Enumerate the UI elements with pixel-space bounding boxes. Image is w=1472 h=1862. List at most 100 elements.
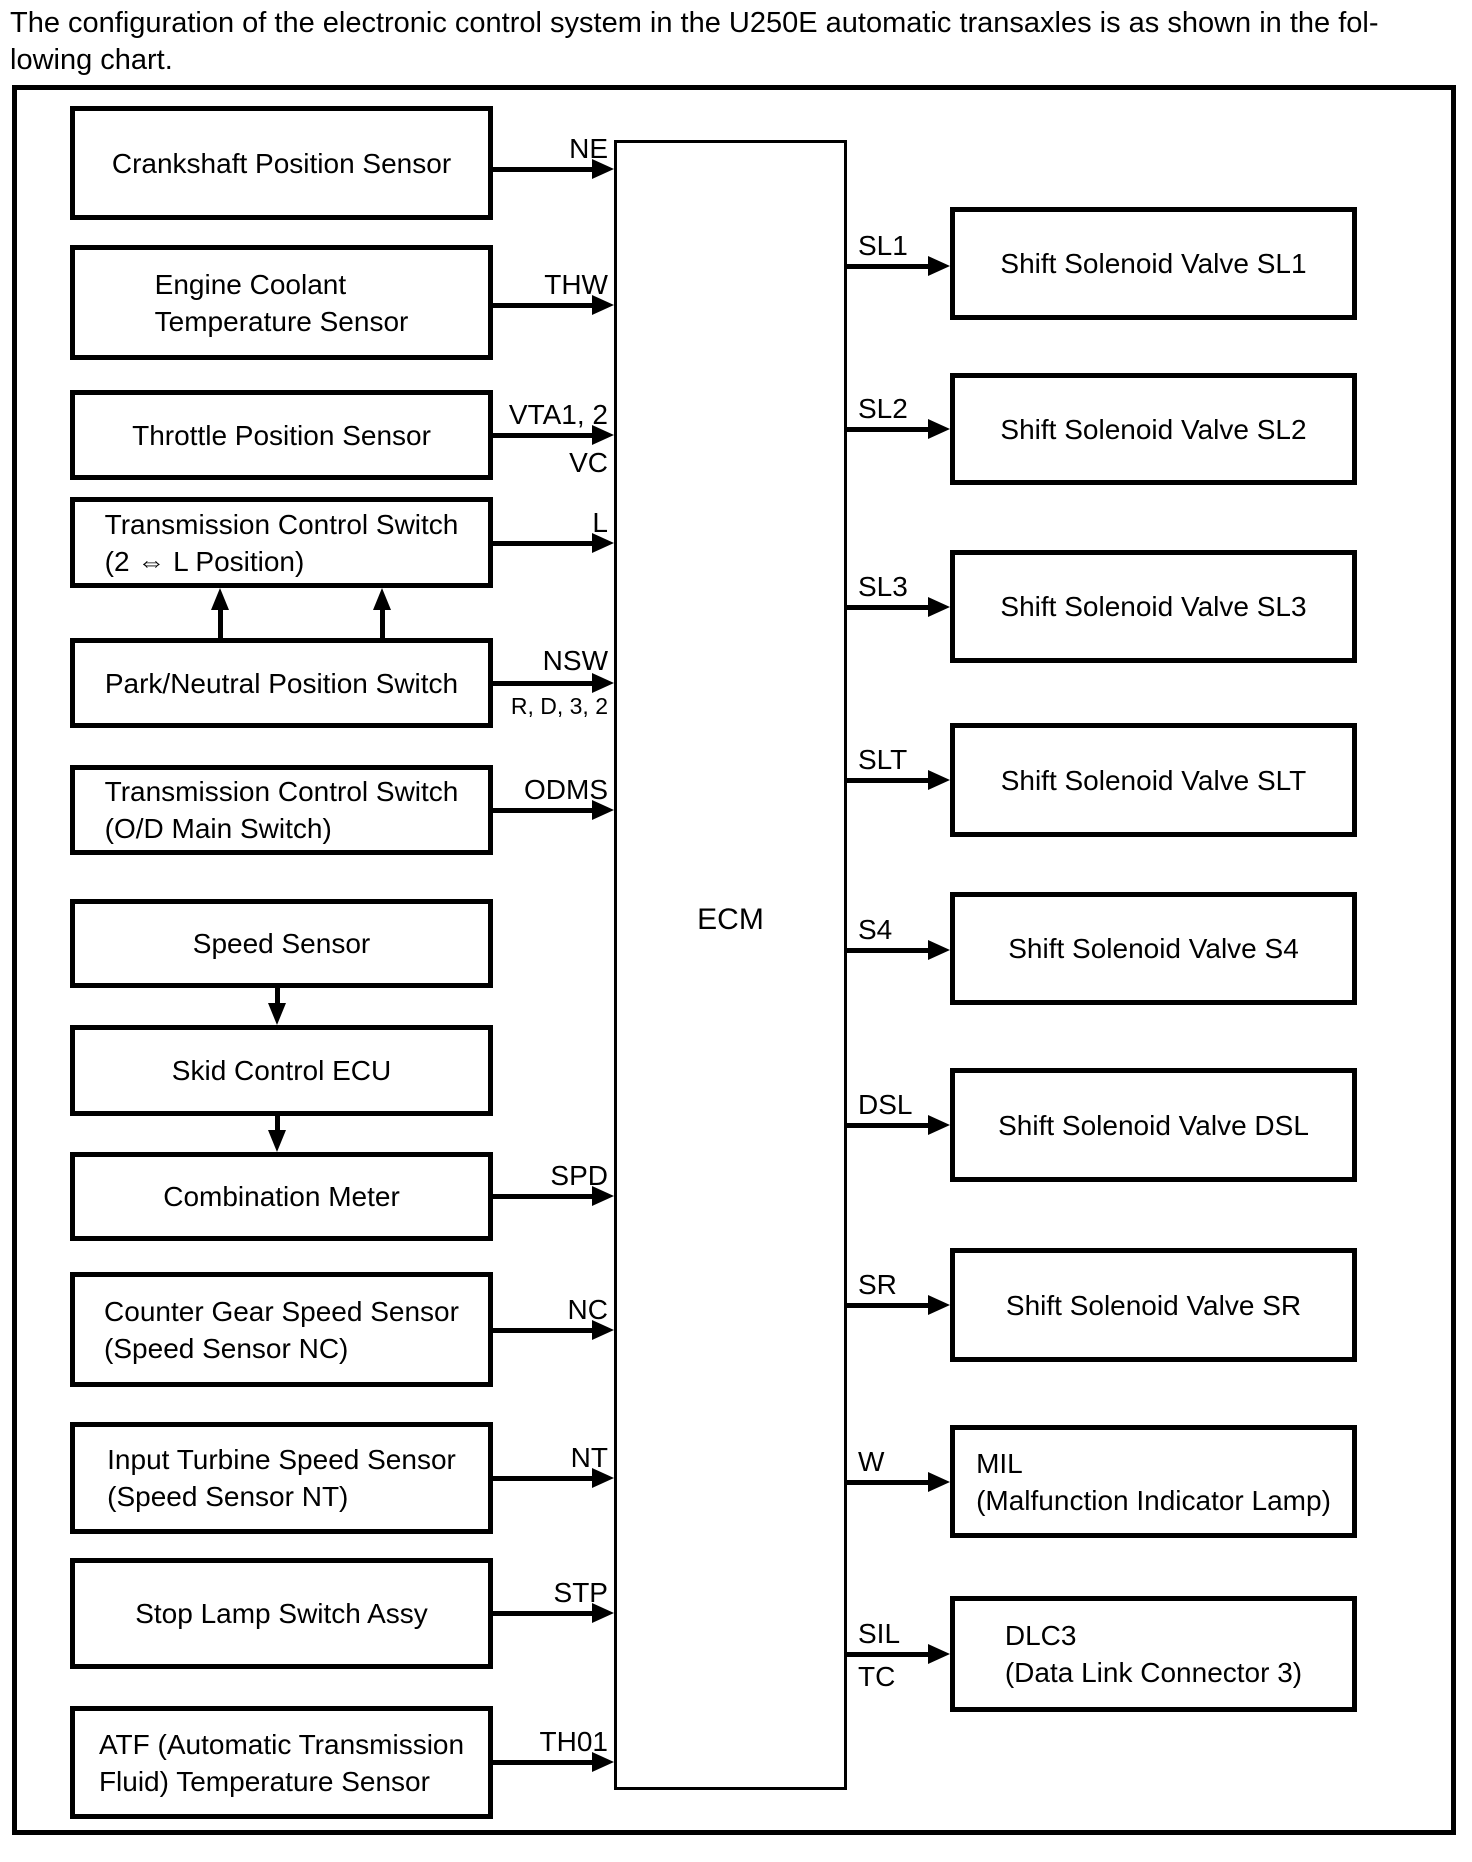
arrow-odms-head — [592, 800, 614, 820]
box-label: (O/D Main Switch) — [104, 813, 332, 844]
input-box-speed-sensor: Speed Sensor — [70, 899, 493, 988]
box-label: Shift Solenoid Valve SLT — [1000, 764, 1307, 796]
signal-label-sl1: SL1 — [858, 230, 908, 261]
output-box-shift-solenoid-valve-sl2: Shift Solenoid Valve SL2 — [950, 373, 1357, 485]
output-box-shift-solenoid-valve-slt: Shift Solenoid Valve SLT — [950, 723, 1357, 837]
signal-label-tc: TC — [858, 1661, 896, 1692]
box-label: Input Turbine Speed Sensor — [107, 1444, 456, 1475]
signal-label-slt: SLT — [858, 744, 908, 775]
input-box-transmission-control-switch-2-l: Transmission Control Switch (2 ⇔ L Posit… — [70, 497, 493, 588]
signal-label-thw: THW — [544, 269, 608, 300]
ecm-label: ECM — [697, 903, 764, 936]
input-box-park-neutral-position-switch: Park/Neutral Position Switch — [70, 638, 493, 728]
arrow-nsw-head — [592, 673, 614, 693]
signal-label-ne: NE — [569, 133, 608, 164]
signal-label-s4: S4 — [858, 914, 893, 945]
chain-arrow-speed-to-skid-head — [268, 1003, 286, 1025]
box-label: Engine Coolant — [154, 268, 347, 300]
input-box-counter-gear-speed-sensor: Counter Gear Speed Sensor (Speed Sensor … — [70, 1272, 493, 1387]
input-box-throttle-position-sensor: Throttle Position Sensor — [70, 390, 493, 480]
output-box-shift-solenoid-valve-sl1: Shift Solenoid Valve SL1 — [950, 207, 1357, 320]
arrow-sl2-head — [928, 419, 950, 439]
signal-label-vta: VTA1, 2 — [508, 399, 608, 430]
box-label: Crankshaft Position Sensor — [111, 147, 452, 179]
signal-label-r-d-3-2: R, D, 3, 2 — [510, 693, 608, 719]
arrow-th01-line — [493, 1760, 592, 1765]
arrow-sil-head — [928, 1644, 950, 1664]
arrow-sl3-line — [847, 605, 928, 610]
signal-label-sr: SR — [858, 1269, 897, 1300]
arrow-ne-head — [592, 159, 614, 179]
input-box-skid-control-ecu: Skid Control ECU — [70, 1025, 493, 1116]
arrow-l-line — [493, 541, 592, 546]
arrow-w-head — [928, 1472, 950, 1492]
input-box-transmission-control-switch-od: Transmission Control Switch (O/D Main Sw… — [70, 765, 493, 855]
output-box-mil: MIL (Malfunction Indicator Lamp) — [950, 1425, 1357, 1538]
input-box-input-turbine-speed-sensor: Input Turbine Speed Sensor (Speed Sensor… — [70, 1422, 493, 1534]
box-label: Throttle Position Sensor — [132, 419, 431, 451]
arrow-dsl-line — [847, 1123, 928, 1128]
up-arrow-left-line — [218, 610, 223, 638]
output-box-dlc3: DLC3 (Data Link Connector 3) — [950, 1596, 1357, 1712]
box-label: Temperature Sensor — [154, 305, 409, 337]
arrow-sil-line — [847, 1652, 928, 1657]
page-title: The configuration of the electronic cont… — [10, 5, 1462, 79]
arrow-l-head — [592, 533, 614, 553]
signal-label-sl3: SL3 — [858, 571, 908, 602]
output-box-shift-solenoid-valve-sl3: Shift Solenoid Valve SL3 — [950, 550, 1357, 663]
arrow-thw-line — [493, 303, 592, 308]
box-label: Speed Sensor — [192, 928, 371, 959]
signal-label-stp: STP — [553, 1577, 608, 1608]
box-label: Shift Solenoid Valve SL1 — [1000, 248, 1307, 279]
arrow-s4-line — [847, 948, 928, 953]
box-label: DLC3 — [1004, 1620, 1077, 1651]
box-label: ATF (Automatic Transmission — [98, 1728, 465, 1760]
box-label: Shift Solenoid Valve S4 — [1008, 933, 1299, 964]
signal-label-nsw: NSW — [542, 645, 608, 676]
arrow-vta-head — [592, 425, 614, 445]
ecm-box — [614, 140, 847, 1790]
page-title-line2: lowing chart. — [10, 44, 173, 76]
box-label: Transmission Control Switch — [104, 776, 459, 807]
chain-arrow-speed-to-skid-line — [275, 988, 280, 1004]
signal-label-th01: TH01 — [539, 1726, 608, 1757]
signal-label-w: W — [858, 1446, 885, 1477]
signal-label-dsl: DSL — [858, 1089, 913, 1120]
arrow-dsl-head — [928, 1115, 950, 1135]
arrow-s4-head — [928, 940, 950, 960]
up-arrow-right-head — [373, 588, 391, 610]
arrow-w-line — [847, 1480, 928, 1485]
arrow-stp-head — [592, 1603, 614, 1623]
box-label: (Speed Sensor NC) — [104, 1332, 349, 1364]
output-box-shift-solenoid-valve-dsl: Shift Solenoid Valve DSL — [950, 1068, 1357, 1182]
arrow-nc-line — [493, 1328, 592, 1333]
signal-label-spd: SPD — [550, 1160, 608, 1191]
input-box-crankshaft-position-sensor: Crankshaft Position Sensor — [70, 106, 493, 220]
input-box-atf-temperature-sensor: ATF (Automatic Transmission Fluid) Tempe… — [70, 1706, 493, 1819]
up-arrow-right-line — [380, 610, 385, 638]
arrow-ne-line — [493, 167, 592, 172]
arrow-sl2-line — [847, 427, 928, 432]
box-label: Combination Meter — [163, 1181, 400, 1212]
arrow-sl3-head — [928, 597, 950, 617]
box-label: Skid Control ECU — [171, 1055, 392, 1086]
arrow-slt-line — [847, 778, 928, 783]
box-label: Shift Solenoid Valve SR — [1005, 1289, 1302, 1321]
signal-label-sl2: SL2 — [858, 393, 908, 424]
arrow-spd-line — [493, 1194, 592, 1199]
output-box-shift-solenoid-valve-s4: Shift Solenoid Valve S4 — [950, 892, 1357, 1005]
box-label: (Malfunction Indicator Lamp) — [976, 1484, 1331, 1516]
page-title-line1: The configuration of the electronic cont… — [10, 7, 1379, 39]
signal-label-nt: NT — [570, 1442, 608, 1473]
arrow-stp-line — [493, 1611, 592, 1616]
output-box-shift-solenoid-valve-sr: Shift Solenoid Valve SR — [950, 1248, 1357, 1362]
box-label: (Speed Sensor NT) — [107, 1481, 349, 1512]
box-label: Transmission Control Switch — [104, 508, 459, 540]
signal-label-vc: VC — [569, 447, 608, 478]
arrow-nsw-line — [493, 681, 592, 686]
arrow-thw-head — [592, 295, 614, 315]
arrow-vta-line — [493, 433, 592, 438]
chain-arrow-skid-to-meter-line — [275, 1116, 280, 1131]
arrow-th01-head — [592, 1752, 614, 1772]
signal-label-l: L — [592, 507, 608, 538]
